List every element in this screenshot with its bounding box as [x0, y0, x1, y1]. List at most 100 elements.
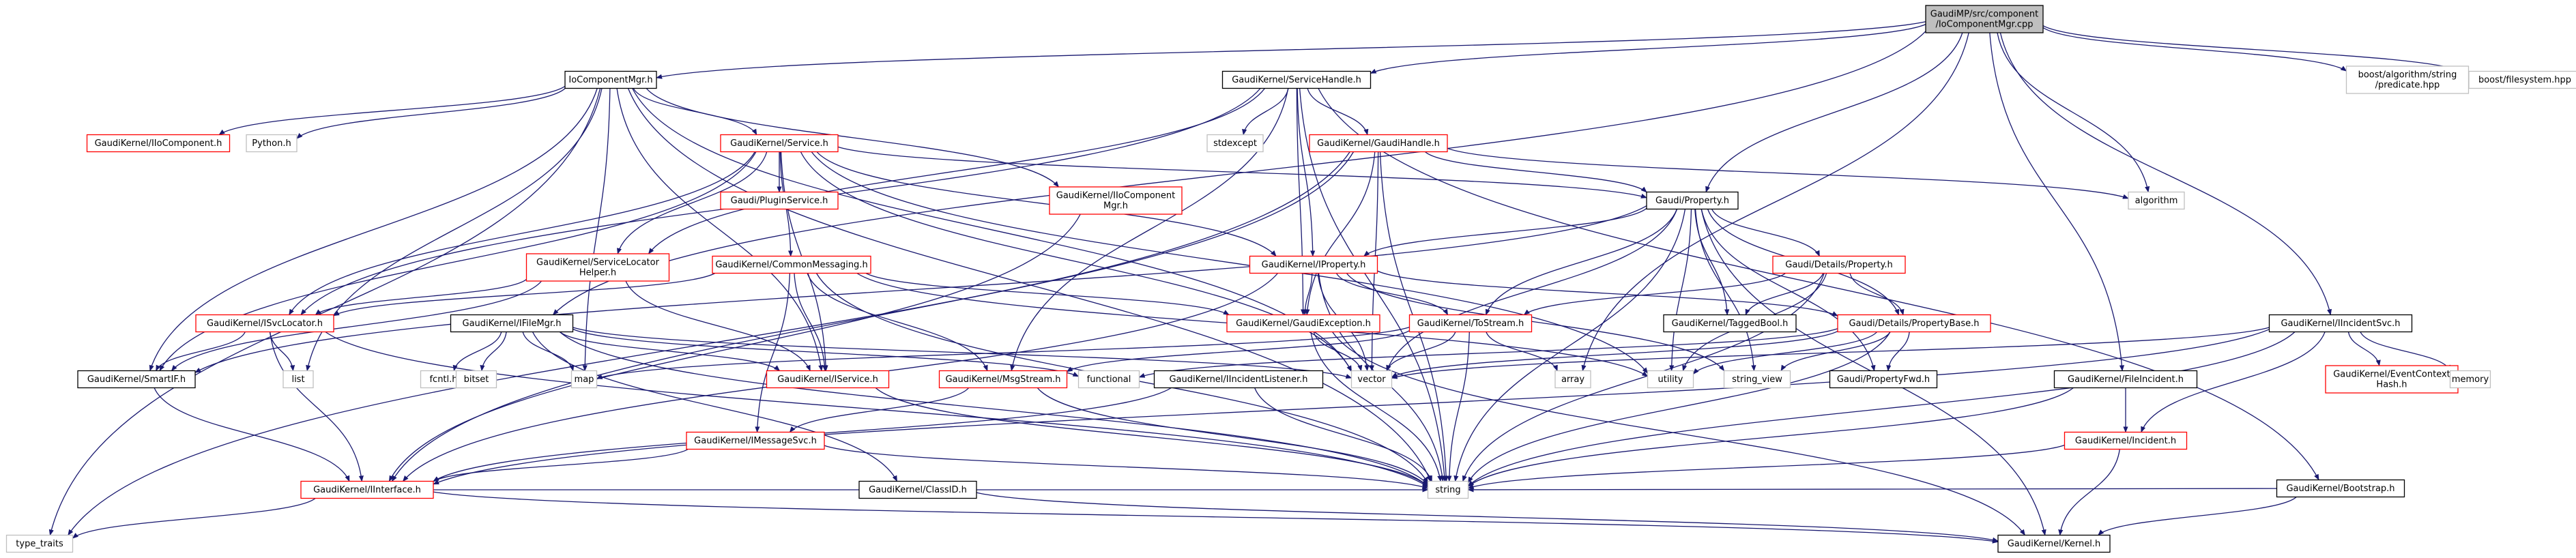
edge-gexception-to-vector — [1313, 332, 1363, 372]
edge-line — [1989, 32, 2125, 372]
node-label: Helper.h — [579, 268, 616, 278]
node-typetraits[interactable]: type_traits — [5, 534, 74, 553]
node-python[interactable]: Python.h — [246, 134, 298, 153]
node-bas[interactable]: boost/algorithm/string/predicate.hpp — [2345, 65, 2470, 94]
node-label: GaudiKernel/IProperty.h — [1262, 260, 1366, 270]
node-box — [1427, 480, 1469, 499]
edge-tostream-to-msgstream — [1066, 330, 1410, 372]
edge-iocm-to-python — [296, 88, 566, 139]
edge-line — [837, 146, 1647, 199]
node-string[interactable]: string — [1427, 480, 1469, 499]
node-gexception[interactable]: GaudiKernel/GaudiException.h — [1226, 314, 1380, 333]
node-bootstrap[interactable]: GaudiKernel/Bootstrap.h — [2276, 479, 2405, 498]
edge-line — [1485, 209, 1678, 316]
node-smartif[interactable]: GaudiKernel/SmartIF.h — [77, 370, 196, 389]
node-box — [77, 370, 196, 389]
node-fileincident[interactable]: GaudiKernel/FileIncident.h — [2053, 370, 2198, 389]
edge-line — [1138, 328, 1838, 378]
node-tostream[interactable]: GaudiKernel/ToStream.h — [1408, 314, 1533, 333]
node-stdexcept[interactable]: stdexcept — [1206, 134, 1264, 153]
node-stringview[interactable]: string_view — [1723, 370, 1791, 389]
node-map[interactable]: map — [570, 370, 598, 389]
node-vector[interactable]: vector — [1350, 370, 1393, 389]
node-list[interactable]: list — [283, 370, 314, 389]
node-root[interactable]: GaudiMP/src/component/IoComponentMgr.cpp — [1925, 5, 2044, 33]
edge-line — [532, 332, 898, 482]
node-pluginsvc[interactable]: Gaudi/PluginService.h — [720, 191, 839, 210]
edge-svch-to-stdexcept — [1242, 88, 1289, 136]
node-functional[interactable]: functional — [1077, 370, 1140, 389]
node-isvclocator[interactable]: GaudiKernel/ISvcLocator.h — [195, 314, 334, 333]
edge-propbase-to-utility — [1692, 332, 1878, 375]
node-property[interactable]: Gaudi/Property.h — [1646, 191, 1739, 210]
edge-line — [1701, 209, 1876, 372]
edge-iocm-to-string — [627, 88, 1432, 482]
node-utility[interactable]: utility — [1647, 370, 1694, 389]
node-label: vector — [1357, 375, 1386, 385]
node-kernel[interactable]: GaudiKernel/Kernel.h — [1997, 534, 2111, 553]
edge-line — [1386, 332, 1456, 372]
edge-ifilemgr-to-classid — [532, 332, 898, 482]
edge-isvclocator-to-iinterface — [270, 332, 364, 482]
node-iproperty[interactable]: GaudiKernel/IProperty.h — [1249, 255, 1378, 274]
edge-line — [2042, 27, 2347, 72]
edge-line — [573, 327, 1352, 379]
edge-property-to-string — [1453, 209, 1686, 482]
node-label: utility — [1658, 375, 1683, 385]
node-incident[interactable]: GaudiKernel/Incident.h — [2064, 431, 2188, 450]
node-classid[interactable]: GaudiKernel/ClassID.h — [858, 480, 977, 499]
edge-line — [171, 280, 542, 372]
node-iservice[interactable]: GaudiKernel/IService.h — [766, 370, 890, 389]
edge-isvclocator-to-smartif — [156, 332, 246, 372]
node-svch[interactable]: GaudiKernel/ServiceHandle.h — [1221, 70, 1372, 89]
node-box — [455, 370, 497, 389]
node-propbase[interactable]: Gaudi/Details/PropertyBase.h — [1837, 314, 1991, 333]
node-iinclistener[interactable]: GaudiKernel/IIncidentListener.h — [1153, 370, 1324, 389]
edge-line — [2042, 25, 2470, 74]
node-propfwd[interactable]: Gaudi/PropertyFwd.h — [1829, 370, 1938, 389]
node-array[interactable]: array — [1554, 370, 1591, 389]
edge-iincsvc-to-incident — [2141, 332, 2326, 433]
edge-iincsvc-to-string — [1467, 332, 2296, 487]
node-iocm[interactable]: IoComponentMgr.h — [564, 70, 657, 89]
node-box — [195, 314, 334, 333]
node-box — [712, 255, 871, 274]
node-detprop[interactable]: Gaudi/Details/Property.h — [1772, 255, 1906, 274]
edge-classid-to-kernel — [976, 492, 1999, 542]
node-ghandle[interactable]: GaudiKernel/GaudiHandle.h — [1309, 134, 1448, 153]
node-iincsvc[interactable]: GaudiKernel/IIncidentSvc.h — [2268, 314, 2413, 333]
node-label: GaudiKernel/IService.h — [777, 375, 878, 385]
node-label: GaudiKernel/IIoComponent.h — [95, 138, 222, 149]
node-msgstream[interactable]: GaudiKernel/MsgStream.h — [938, 370, 1068, 389]
edge-bootstrap-to-kernel — [2098, 497, 2297, 536]
edge-line — [72, 497, 316, 539]
edge-line — [325, 331, 1429, 488]
edge-root-to-ifilemgr — [552, 31, 1926, 316]
node-box — [938, 370, 1068, 389]
node-ifilemgr[interactable]: GaudiKernel/IFileMgr.h — [450, 314, 574, 333]
node-bitset[interactable]: bitset — [455, 370, 497, 389]
node-label: GaudiKernel/Incident.h — [2075, 436, 2176, 446]
edge-line — [1849, 273, 1905, 316]
node-memory[interactable]: memory — [2449, 370, 2491, 389]
edge-tostream-to-map — [596, 327, 1410, 379]
node-box — [1723, 370, 1791, 389]
node-algorithm[interactable]: algorithm — [2128, 191, 2185, 210]
node-service[interactable]: GaudiKernel/Service.h — [720, 134, 839, 153]
node-bfs[interactable]: boost/filesystem.hpp — [2468, 70, 2576, 89]
edge-imessagesvc-to-string — [824, 445, 1429, 489]
edge-line — [1386, 209, 1678, 372]
node-imessagesvc[interactable]: GaudiKernel/IMessageSvc.h — [686, 431, 825, 450]
node-box — [1206, 134, 1264, 153]
edge-iocm-to-smartif — [149, 88, 598, 372]
node-iinterface[interactable]: GaudiKernel/IInterface.h — [300, 480, 434, 499]
node-commsg[interactable]: GaudiKernel/CommonMessaging.h — [712, 255, 871, 274]
node-taggedbool[interactable]: GaudiKernel/TaggedBool.h — [1663, 314, 1797, 333]
edge-svch-to-svclocator — [648, 88, 1265, 254]
edge-iservice-to-string — [875, 387, 1429, 487]
node-iioc[interactable]: GaudiKernel/IIoComponent.h — [86, 134, 231, 153]
